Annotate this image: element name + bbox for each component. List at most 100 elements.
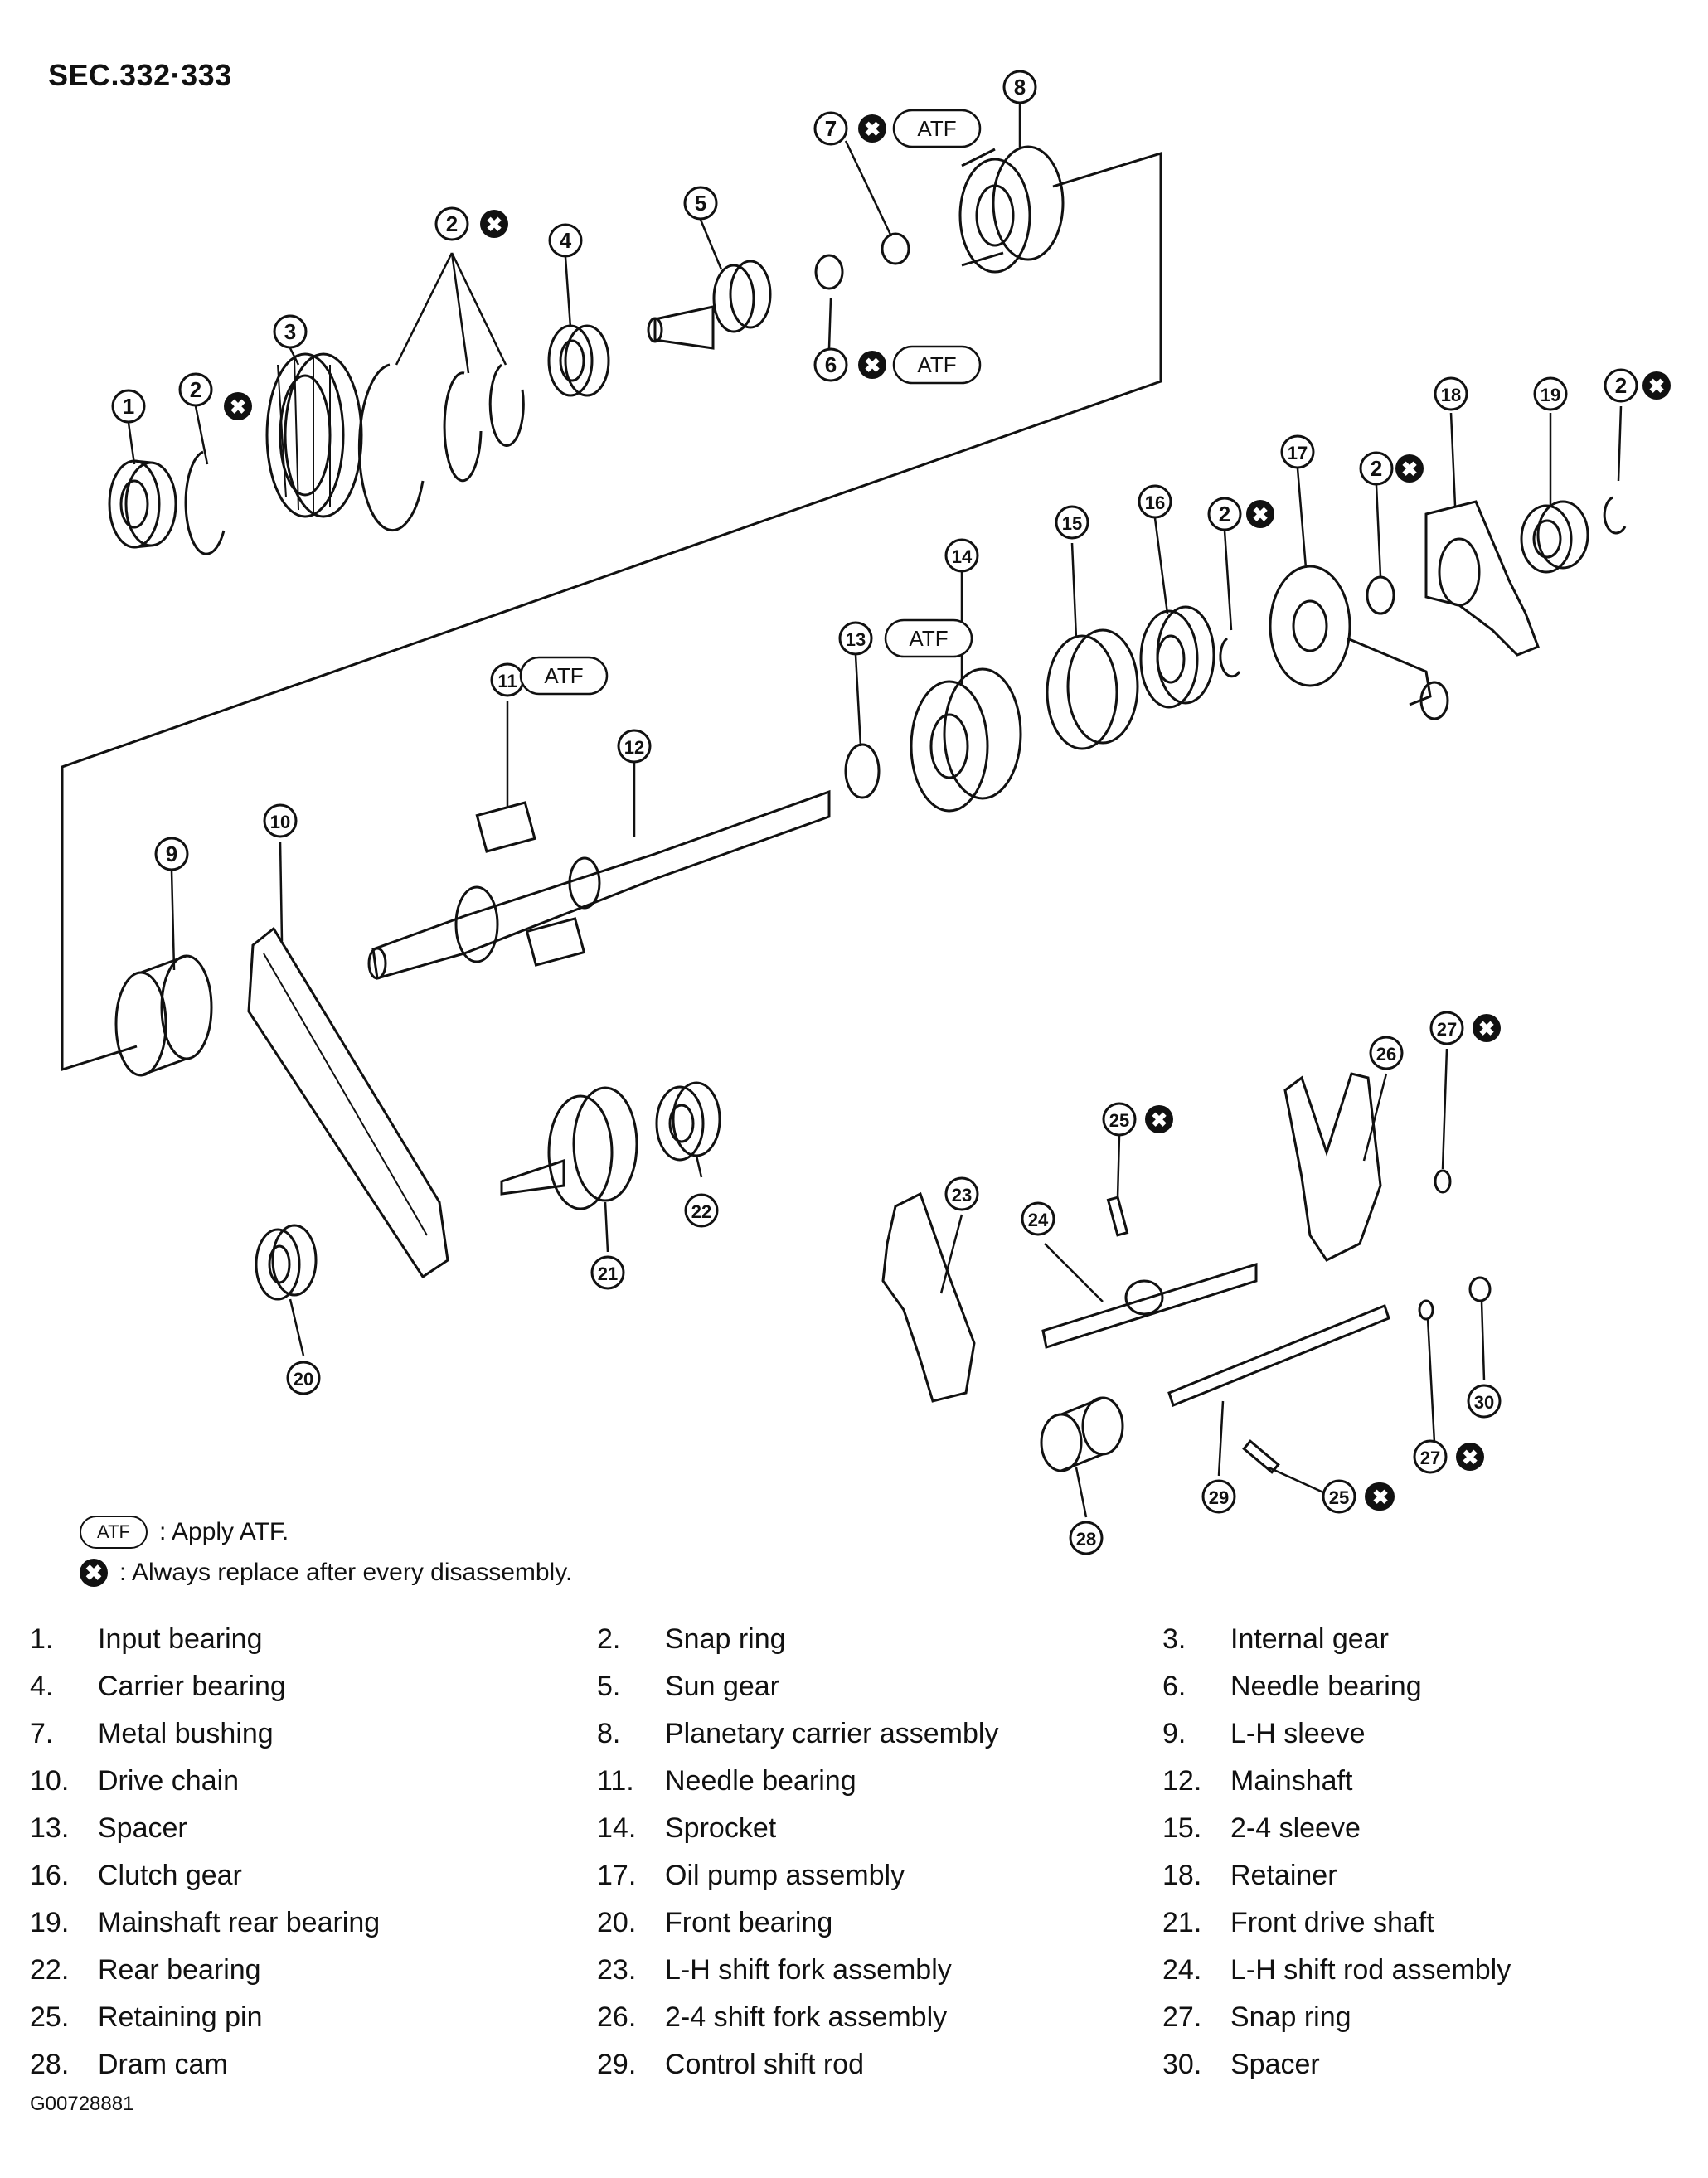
small-spacer-part bbox=[1468, 1276, 1492, 1302]
leader-line bbox=[1375, 484, 1382, 577]
leader-line bbox=[289, 347, 300, 366]
replace-x-icon: ✖ bbox=[1473, 1014, 1501, 1042]
part-list-item: 6. Needle bearing bbox=[1162, 1672, 1696, 1701]
leader-line bbox=[1362, 1073, 1388, 1162]
part-list-item: 27.Snap ring bbox=[1162, 2003, 1696, 2032]
part-name: Snap ring bbox=[1230, 2001, 1351, 2033]
part-name: Rear bearing bbox=[98, 1954, 261, 1986]
atf-pill-icon: ATF bbox=[892, 345, 982, 385]
callout-number: 3 bbox=[284, 319, 296, 344]
part-number: 22. bbox=[30, 1954, 70, 1986]
callout-number: 21 bbox=[598, 1264, 618, 1284]
legend-replace-text: : Always replace after every disassembly… bbox=[119, 1559, 573, 1586]
input-bearing-part bbox=[108, 459, 177, 549]
part-name: Drive chain bbox=[98, 1765, 240, 1797]
part-name: Dram cam bbox=[98, 2049, 228, 2080]
snap-ring-part bbox=[184, 450, 226, 555]
part-list-item: 9.L-H sleeve bbox=[1162, 1720, 1696, 1749]
svg-text:✖: ✖ bbox=[1151, 1109, 1167, 1132]
part-number: 17. bbox=[597, 1860, 637, 1891]
part-number: 29. bbox=[597, 2049, 637, 2080]
legend-atf: ATF : Apply ATF. bbox=[80, 1516, 289, 1549]
leader-line bbox=[844, 140, 893, 237]
callout-15: 15 bbox=[1055, 505, 1089, 540]
callout-23: 23 bbox=[944, 1176, 979, 1211]
part-number: 11. bbox=[597, 1765, 634, 1797]
snap-ring-part-c bbox=[488, 363, 525, 447]
part-name: Clutch gear bbox=[98, 1860, 242, 1891]
callout-number: 13 bbox=[846, 629, 866, 650]
replace-x-icon: ✖ bbox=[858, 114, 886, 143]
part-number: 3. bbox=[1162, 1623, 1186, 1655]
part-name: Oil pump assembly bbox=[665, 1860, 905, 1891]
part-name: Mainshaft bbox=[1230, 1765, 1353, 1797]
snap-ring-part-d bbox=[1219, 637, 1241, 678]
leader-line bbox=[1296, 468, 1308, 569]
leader-line bbox=[1480, 1301, 1486, 1381]
leader-line bbox=[1426, 1317, 1436, 1443]
part-number: 26. bbox=[597, 2001, 637, 2033]
part-name: Needle bearing bbox=[1230, 1671, 1422, 1702]
callout-8: 8 bbox=[1002, 70, 1037, 104]
callout-14: 14 bbox=[944, 538, 979, 573]
leader-line bbox=[1217, 1400, 1225, 1477]
two-four-sleeve-part bbox=[1046, 628, 1139, 750]
part-number: 4. bbox=[30, 1671, 54, 1702]
part-list-item: 19.Mainshaft rear bearing bbox=[30, 1909, 597, 1938]
callout-number: 14 bbox=[952, 546, 973, 567]
part-name: L-H shift fork assembly bbox=[665, 1954, 952, 1986]
svg-text:✖: ✖ bbox=[1478, 1018, 1495, 1040]
leader-line bbox=[1153, 517, 1169, 614]
part-number: 28. bbox=[30, 2049, 70, 2080]
part-number: 5. bbox=[597, 1671, 621, 1702]
leader-line bbox=[1070, 542, 1078, 639]
atf-pill-icon: ATF bbox=[80, 1516, 148, 1549]
part-list-item: 29. Control shift rod bbox=[597, 2050, 1162, 2079]
part-list-item: 15.2-4 sleeve bbox=[1162, 1814, 1696, 1843]
callout-number: 1 bbox=[123, 394, 134, 419]
callout-number: 5 bbox=[695, 191, 706, 216]
callout-number: 17 bbox=[1288, 443, 1308, 463]
part-list-item: 16.Clutch gear bbox=[30, 1861, 597, 1890]
part-number: 20. bbox=[597, 1907, 637, 1938]
control-shift-rod-part bbox=[1167, 1304, 1390, 1407]
part-list-item: 1.Input bearing bbox=[30, 1625, 597, 1654]
leader-line bbox=[170, 870, 176, 971]
part-name: L-H sleeve bbox=[1230, 1718, 1366, 1749]
leader-line bbox=[854, 654, 862, 747]
leader-line bbox=[827, 298, 832, 349]
callout-number: 23 bbox=[952, 1185, 972, 1205]
callout-19: 19 bbox=[1533, 376, 1568, 411]
oil-pump-part bbox=[1269, 565, 1449, 720]
leader-line bbox=[1075, 1467, 1088, 1518]
part-list-item: 14.Sprocket bbox=[597, 1814, 1162, 1843]
callout-2: 2 bbox=[1604, 368, 1638, 403]
retaining-pin-part-a bbox=[1106, 1196, 1129, 1237]
replace-x-icon: ✖ bbox=[1366, 1482, 1395, 1511]
callout-4: 4 bbox=[548, 223, 583, 258]
part-list-item: 5. Sun gear bbox=[597, 1672, 1162, 1701]
part-list-item: 17. Oil pump assembly bbox=[597, 1861, 1162, 1890]
part-list-item: 10.Drive chain bbox=[30, 1767, 597, 1796]
part-number: 2. bbox=[597, 1623, 621, 1655]
part-number: 14. bbox=[597, 1812, 637, 1844]
callout-number: 16 bbox=[1145, 492, 1165, 513]
callout-number: 27 bbox=[1437, 1019, 1457, 1040]
leader-line bbox=[1268, 1466, 1324, 1494]
callout-2: 2 bbox=[178, 372, 213, 407]
part-list-item: 25.Retaining pin bbox=[30, 2003, 597, 2032]
callout-number: 2 bbox=[1615, 373, 1627, 398]
part-name: Sun gear bbox=[665, 1671, 779, 1702]
mainshaft-rear-bearing-part bbox=[1520, 500, 1589, 574]
snap-ring-part-h bbox=[1418, 1299, 1434, 1321]
svg-text:✖: ✖ bbox=[486, 214, 502, 236]
part-number: 25. bbox=[30, 2001, 70, 2033]
callout-number: 25 bbox=[1329, 1487, 1349, 1508]
callout-27: 27 bbox=[1413, 1439, 1448, 1474]
leader-line bbox=[395, 252, 454, 366]
svg-text:✖: ✖ bbox=[1252, 504, 1269, 526]
part-number: 6. bbox=[1162, 1671, 1186, 1702]
part-name: L-H shift rod assembly bbox=[1230, 1954, 1511, 1986]
metal-bushing-part bbox=[881, 232, 910, 265]
part-name: Control shift rod bbox=[665, 2049, 864, 2080]
